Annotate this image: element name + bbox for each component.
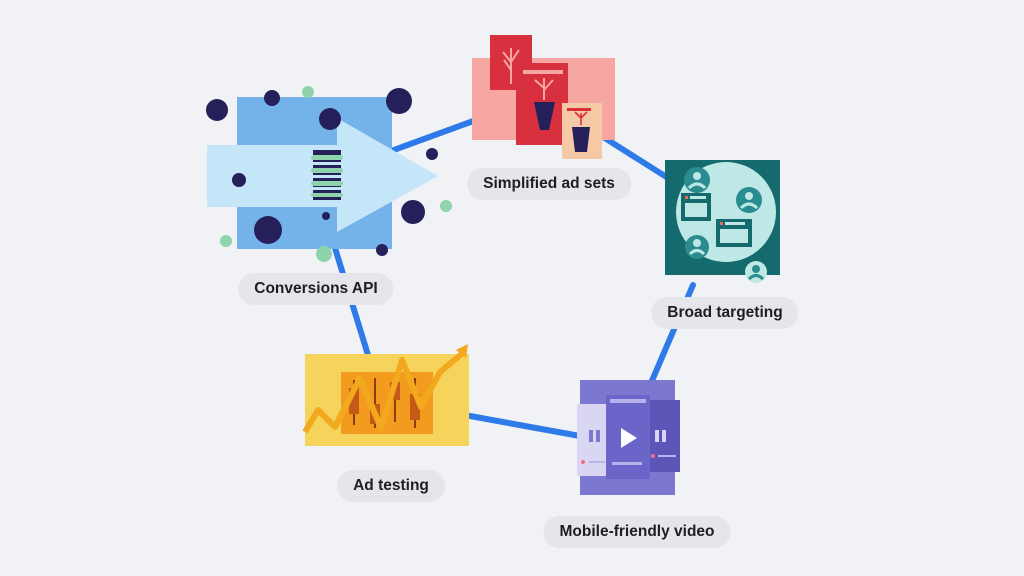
node-label-ad-testing: Ad testing xyxy=(337,470,445,502)
node-label-conversions-api: Conversions API xyxy=(238,273,394,305)
connector-simplified-broad xyxy=(597,132,671,181)
candlestick-trend-icon xyxy=(302,344,469,446)
node-label-mobile-friendly-video: Mobile-friendly video xyxy=(543,516,731,548)
video-player-icon xyxy=(577,380,680,495)
node-label-simplified-ad-sets: Simplified ad sets xyxy=(467,168,631,200)
audience-people-icon xyxy=(665,160,780,283)
node-label-broad-targeting: Broad targeting xyxy=(651,297,799,329)
connector-conversions-simplified xyxy=(377,117,479,158)
arrow-data-flow-icon xyxy=(206,86,452,262)
ad-cards-stack-icon xyxy=(472,35,615,159)
connector-mobile-testing xyxy=(467,413,583,439)
